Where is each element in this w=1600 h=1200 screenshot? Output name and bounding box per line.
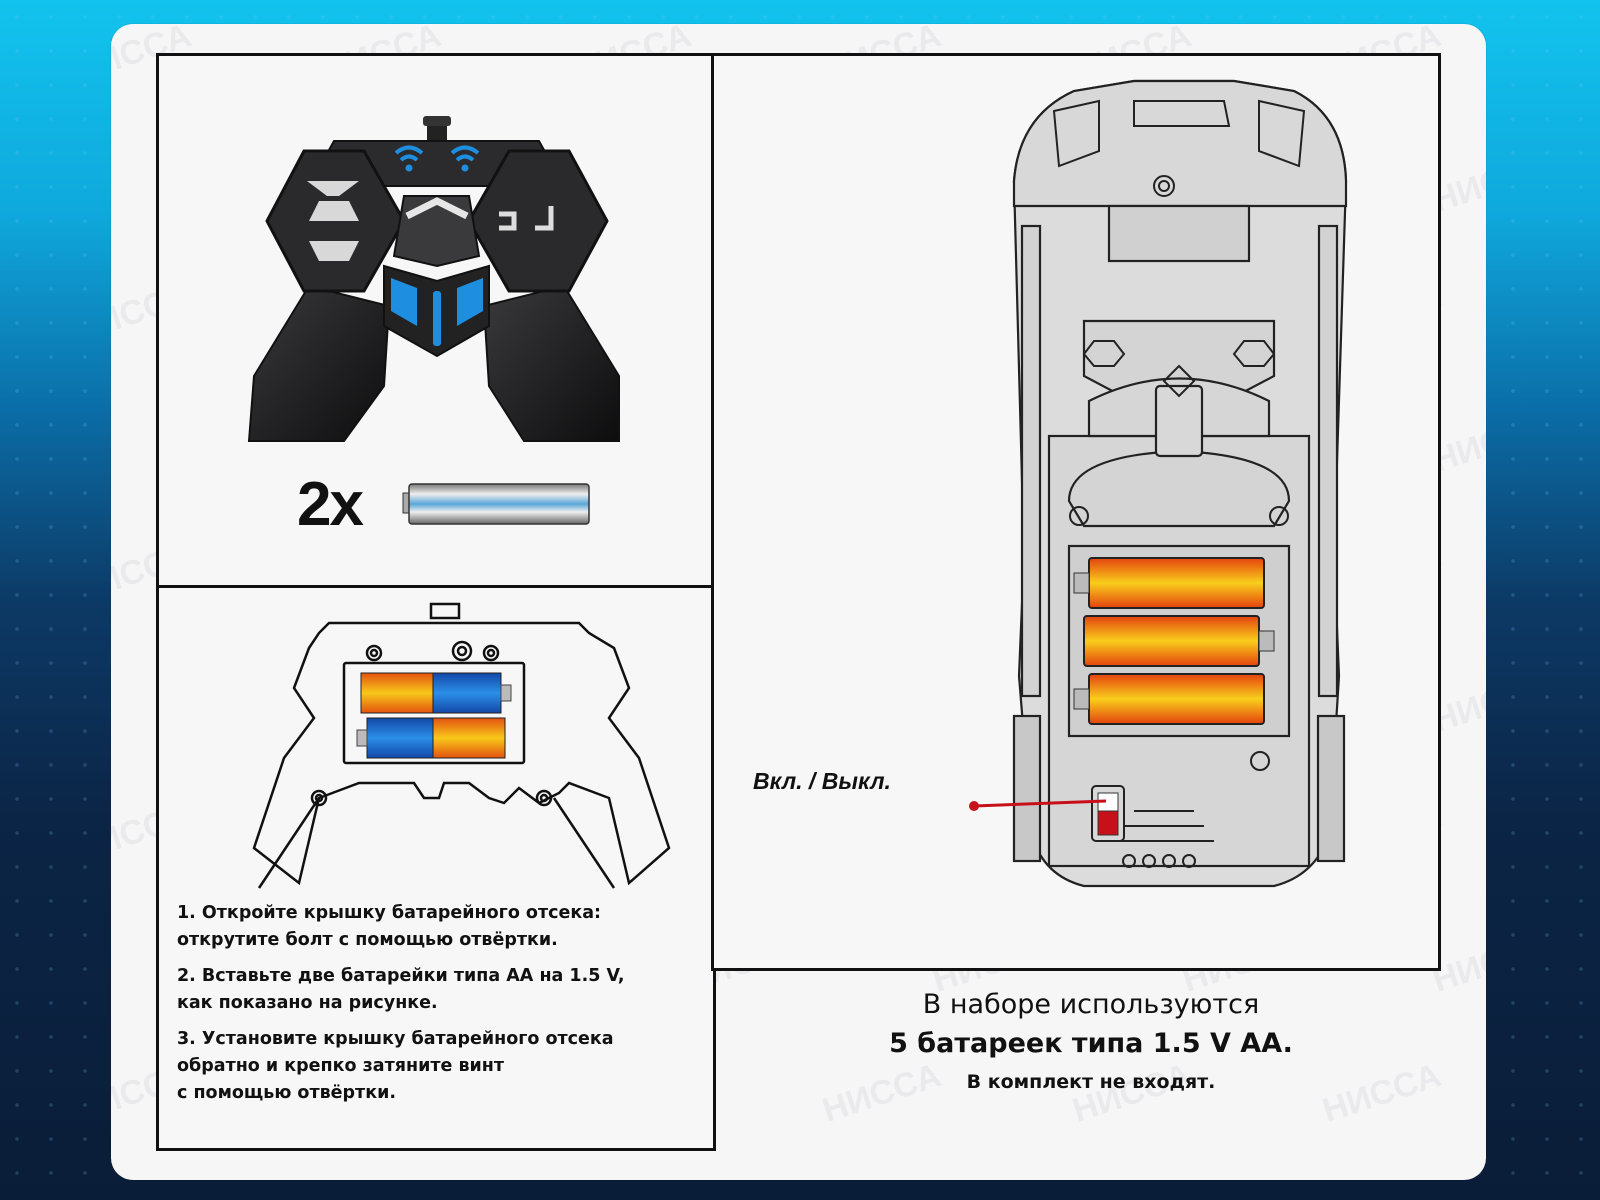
battery-note-line1: В наборе используются <box>922 989 1260 1020</box>
aa-battery-icon <box>408 483 590 525</box>
step-1: 1. Откройте крышку батарейного отсека: о… <box>177 903 602 950</box>
car-underside-icon <box>969 79 1348 888</box>
power-switch-label: Вкл. / Выкл. <box>753 768 891 794</box>
instruction-steps: 1. Откройте крышку батарейного отсека: о… <box>177 900 697 1116</box>
step-2: 2. Вставьте две батарейки типа АА на 1.5… <box>177 966 625 1013</box>
wifi-icon-right <box>450 145 480 162</box>
car-panel <box>711 53 1441 971</box>
battery-note: В наборе используются 5 батареек типа 1.… <box>731 986 1451 1100</box>
power-switch-icon <box>1091 785 1125 842</box>
battery-count-label: 2x <box>297 470 364 539</box>
remote-controller-icon <box>247 116 620 525</box>
wifi-icon-left <box>394 145 424 162</box>
remote-battery-compartment-icon <box>252 602 671 889</box>
battery-note-line2: 5 батареек типа 1.5 V AA. <box>889 1028 1293 1059</box>
remote-battery-panel: 1. Откройте крышку батарейного отсека: о… <box>156 585 716 1151</box>
remote-panel: 2x <box>156 53 716 588</box>
battery-note-line3: В комплект не входят. <box>966 1071 1216 1093</box>
step-3: 3. Установите крышку батарейного отсека … <box>177 1029 614 1103</box>
